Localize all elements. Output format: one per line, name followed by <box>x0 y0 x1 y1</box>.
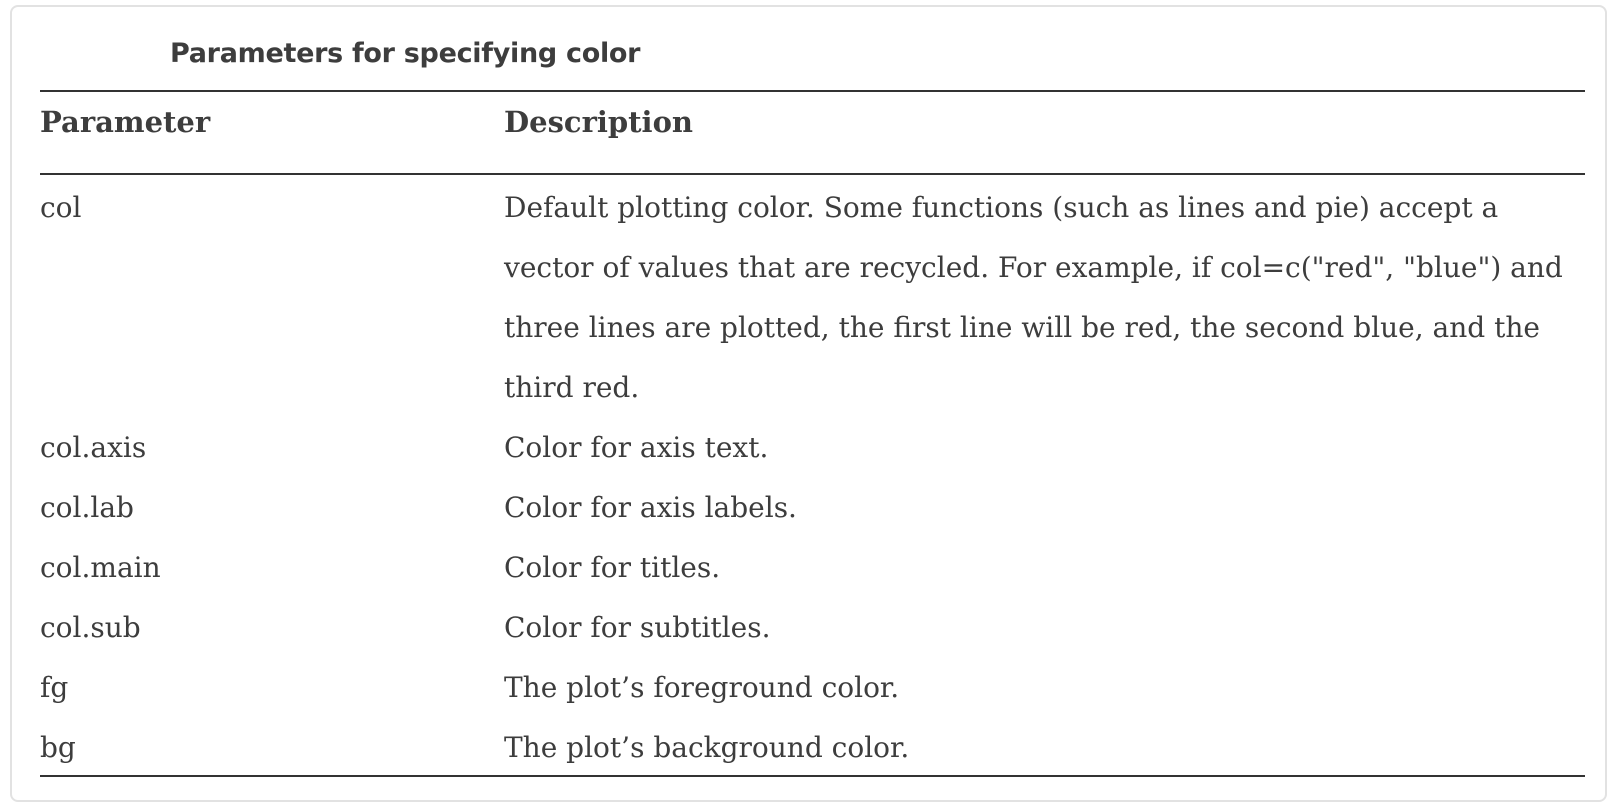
table-row: bg The plot’s background color. <box>40 718 1585 778</box>
table-caption: Parameters for specifying color <box>170 38 641 69</box>
column-header-parameter: Parameter <box>40 105 211 139</box>
description-cell: Color for titles. <box>504 551 721 584</box>
table-row: col Default plotting color. Some functio… <box>40 178 1585 418</box>
description-cell: Default plotting color. Some functions (… <box>504 191 1563 404</box>
parameter-cell: fg <box>40 671 69 704</box>
table-top-rule <box>40 90 1585 92</box>
parameter-cell: col.axis <box>40 431 147 464</box>
description-cell: The plot’s background color. <box>504 731 910 764</box>
parameter-cell: col.lab <box>40 491 134 524</box>
description-cell: The plot’s foreground color. <box>504 671 900 704</box>
table-container <box>10 5 1607 802</box>
description-cell: Color for axis text. <box>504 431 769 464</box>
parameter-cell: col.main <box>40 551 161 584</box>
parameter-cell: col <box>40 191 82 224</box>
column-header-description: Description <box>504 105 693 139</box>
table-body: col Default plotting color. Some functio… <box>40 178 1585 778</box>
description-cell: Color for subtitles. <box>504 611 771 644</box>
table-header-rule <box>40 173 1585 175</box>
parameter-cell: bg <box>40 731 76 764</box>
table-row: col.main Color for titles. <box>40 538 1585 598</box>
table-row: col.lab Color for axis labels. <box>40 478 1585 538</box>
table-row: col.axis Color for axis text. <box>40 418 1585 478</box>
table-row: fg The plot’s foreground color. <box>40 658 1585 718</box>
description-cell: Color for axis labels. <box>504 491 797 524</box>
table-row: col.sub Color for subtitles. <box>40 598 1585 658</box>
table-bottom-rule <box>40 775 1585 777</box>
parameter-cell: col.sub <box>40 611 141 644</box>
